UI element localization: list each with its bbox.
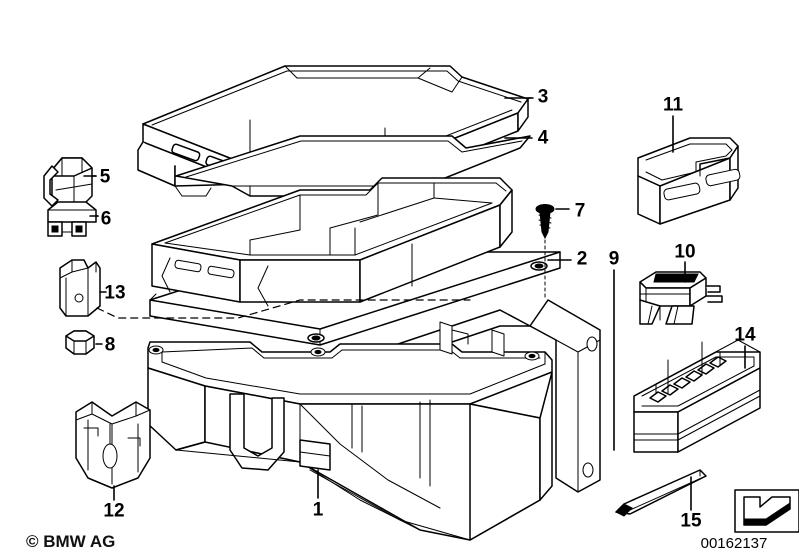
callout-leader-lines xyxy=(83,97,746,511)
copyright-notice: © BMW AG xyxy=(26,532,116,551)
part-12-u-clamp xyxy=(75,401,151,489)
part-15-release-tool xyxy=(615,469,707,517)
callout-15: 15 xyxy=(680,510,702,532)
part-4-cover-gasket xyxy=(175,135,531,197)
part-6-blade-fuse xyxy=(47,201,97,237)
callout-5: 5 xyxy=(99,166,111,188)
callout-3: 3 xyxy=(537,86,549,108)
part-5-relay xyxy=(43,157,93,207)
callout-10: 10 xyxy=(674,241,696,263)
callout-9: 9 xyxy=(608,248,620,270)
part-11-storage-tray xyxy=(637,137,741,225)
terminal-bumps xyxy=(649,356,727,403)
callout-7: 7 xyxy=(574,200,586,222)
callout-8: 8 xyxy=(104,334,116,356)
part-13-mounting-clip xyxy=(59,259,471,319)
part-7-self-tapping-screw xyxy=(535,204,555,301)
part-14-terminal-strip-holder xyxy=(633,339,761,453)
part-10-connector-bracket xyxy=(639,271,723,325)
callout-13: 13 xyxy=(104,282,126,304)
part-8-hex-nut xyxy=(65,330,95,355)
callout-4: 4 xyxy=(537,127,549,149)
callout-6: 6 xyxy=(100,208,112,230)
callout-14: 14 xyxy=(734,324,756,346)
callout-12: 12 xyxy=(103,500,125,522)
callout-2: 2 xyxy=(576,248,588,270)
diagram-number: 00162137 xyxy=(700,535,768,552)
callout-11: 11 xyxy=(662,94,684,116)
part-2-fuse-carrier-tray xyxy=(149,177,561,346)
part-1-main-housing xyxy=(147,321,553,541)
callout-1: 1 xyxy=(312,499,324,521)
diagram-id-box xyxy=(734,489,799,533)
